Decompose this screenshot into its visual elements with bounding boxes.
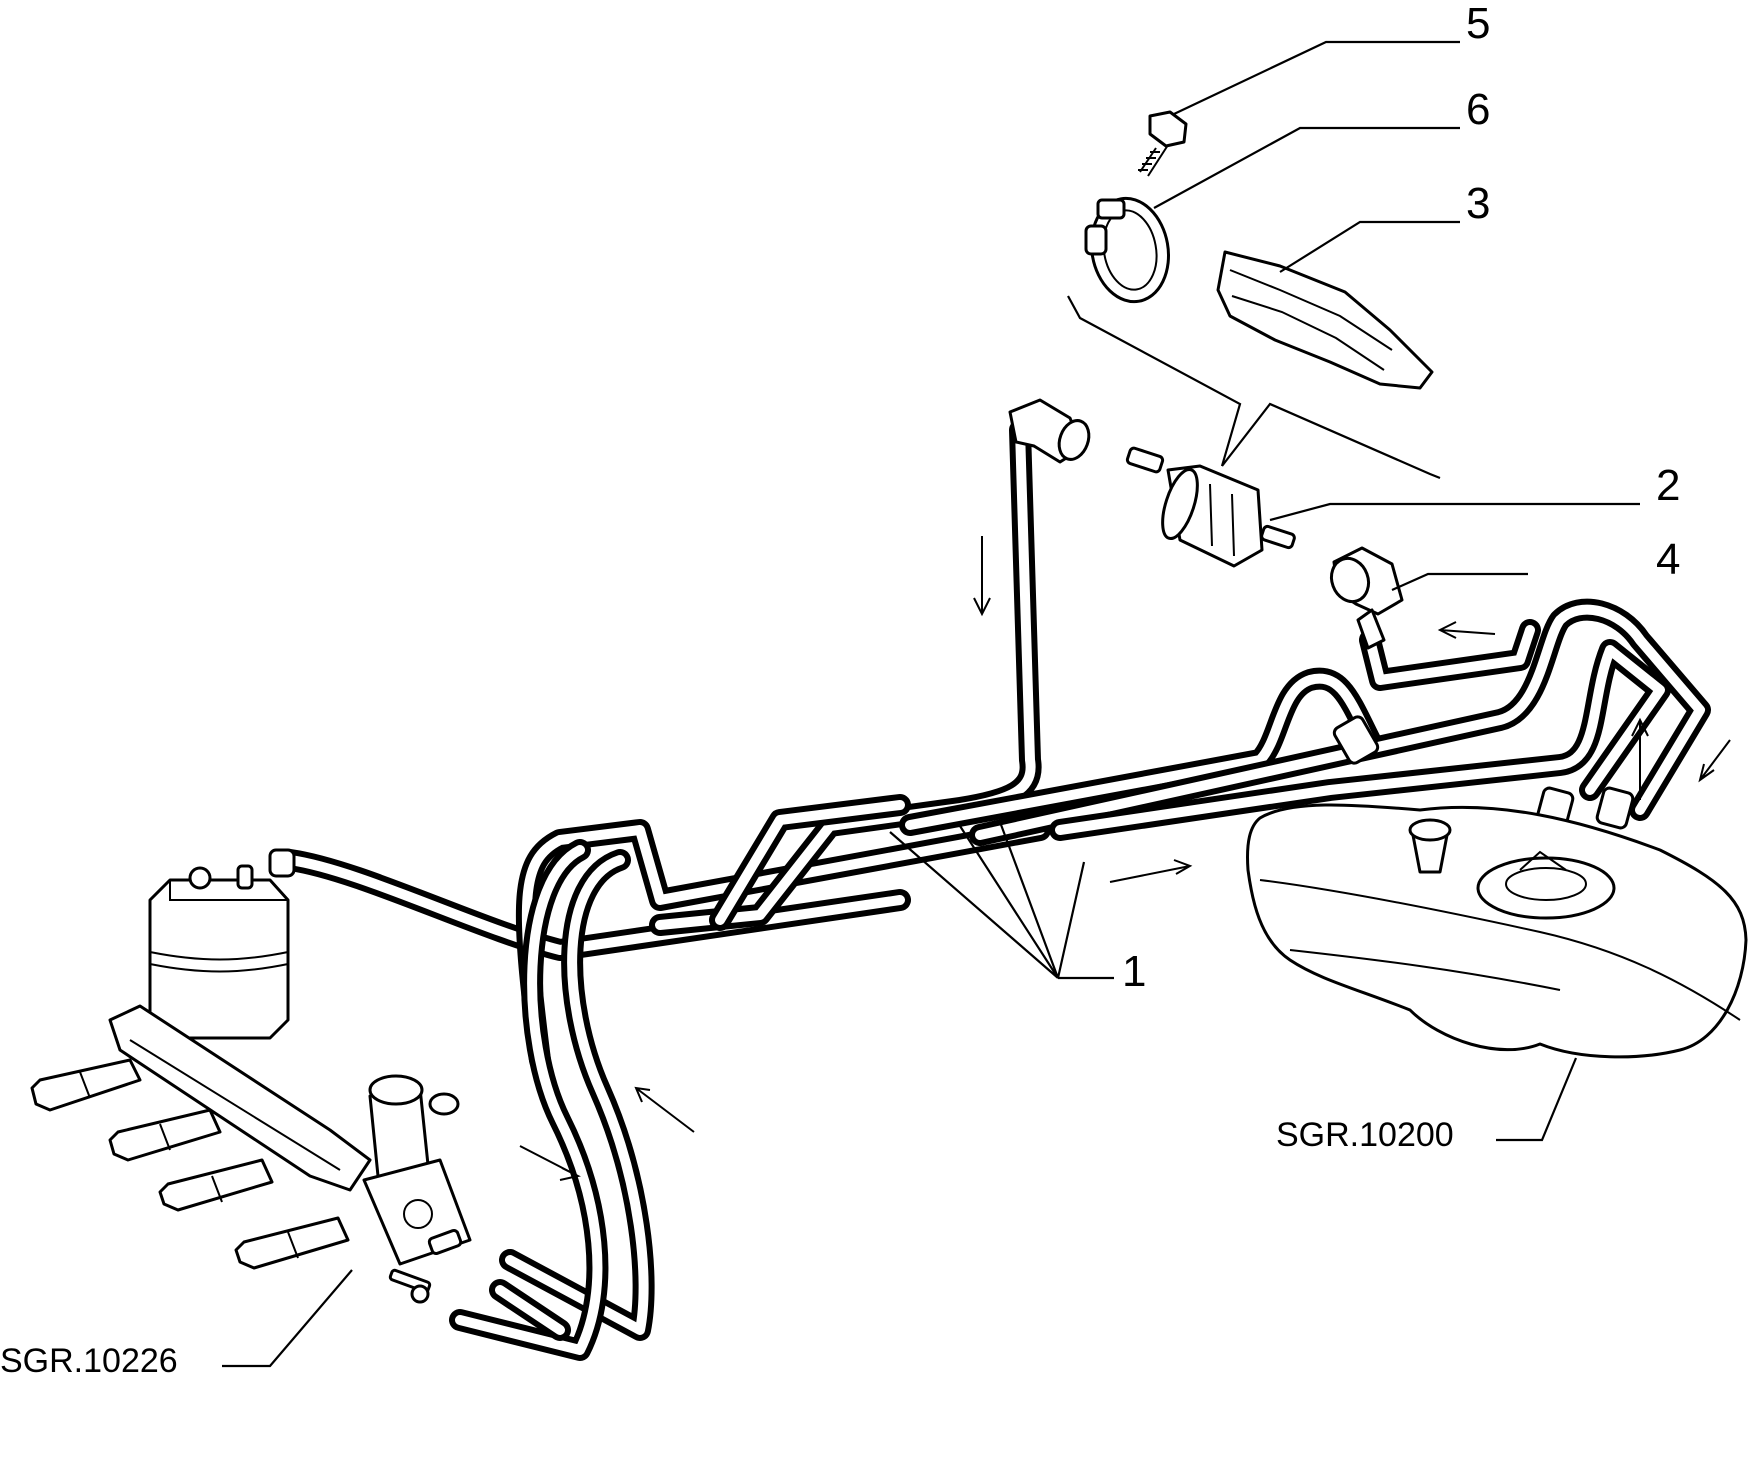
injectors: [30, 1058, 350, 1270]
callout-4: 4: [1656, 535, 1680, 584]
elbow-connector-top: [1008, 398, 1091, 464]
fuel-tank: [1246, 803, 1748, 1059]
heat-shield-3: [1216, 250, 1434, 390]
callout-3: 3: [1466, 179, 1490, 228]
charcoal-canister: [148, 864, 290, 1040]
callout-5: 5: [1466, 0, 1490, 48]
bolt-5: [1138, 110, 1188, 177]
flow-arrows: [519, 536, 1731, 1181]
clamp-6: [1084, 196, 1170, 304]
elbow-connector-4: [1329, 546, 1404, 650]
leader-lines: [222, 40, 1640, 1368]
injector-rail: [30, 1004, 472, 1304]
pressure-regulator: [362, 1074, 472, 1304]
callout-2: 2: [1656, 461, 1680, 510]
fuel-filter-2: [1125, 446, 1296, 568]
ref-rail: SGR.10226: [0, 1342, 178, 1380]
callout-1: 1: [1122, 947, 1146, 996]
ref-tank: SGR.10200: [1276, 1116, 1454, 1154]
fuel-hoses-1: [268, 419, 1711, 1361]
callout-6: 6: [1466, 85, 1490, 134]
callout-labels: 5 6 3 2 4 1 SGR.10200 SGR.10226: [0, 0, 1680, 1380]
